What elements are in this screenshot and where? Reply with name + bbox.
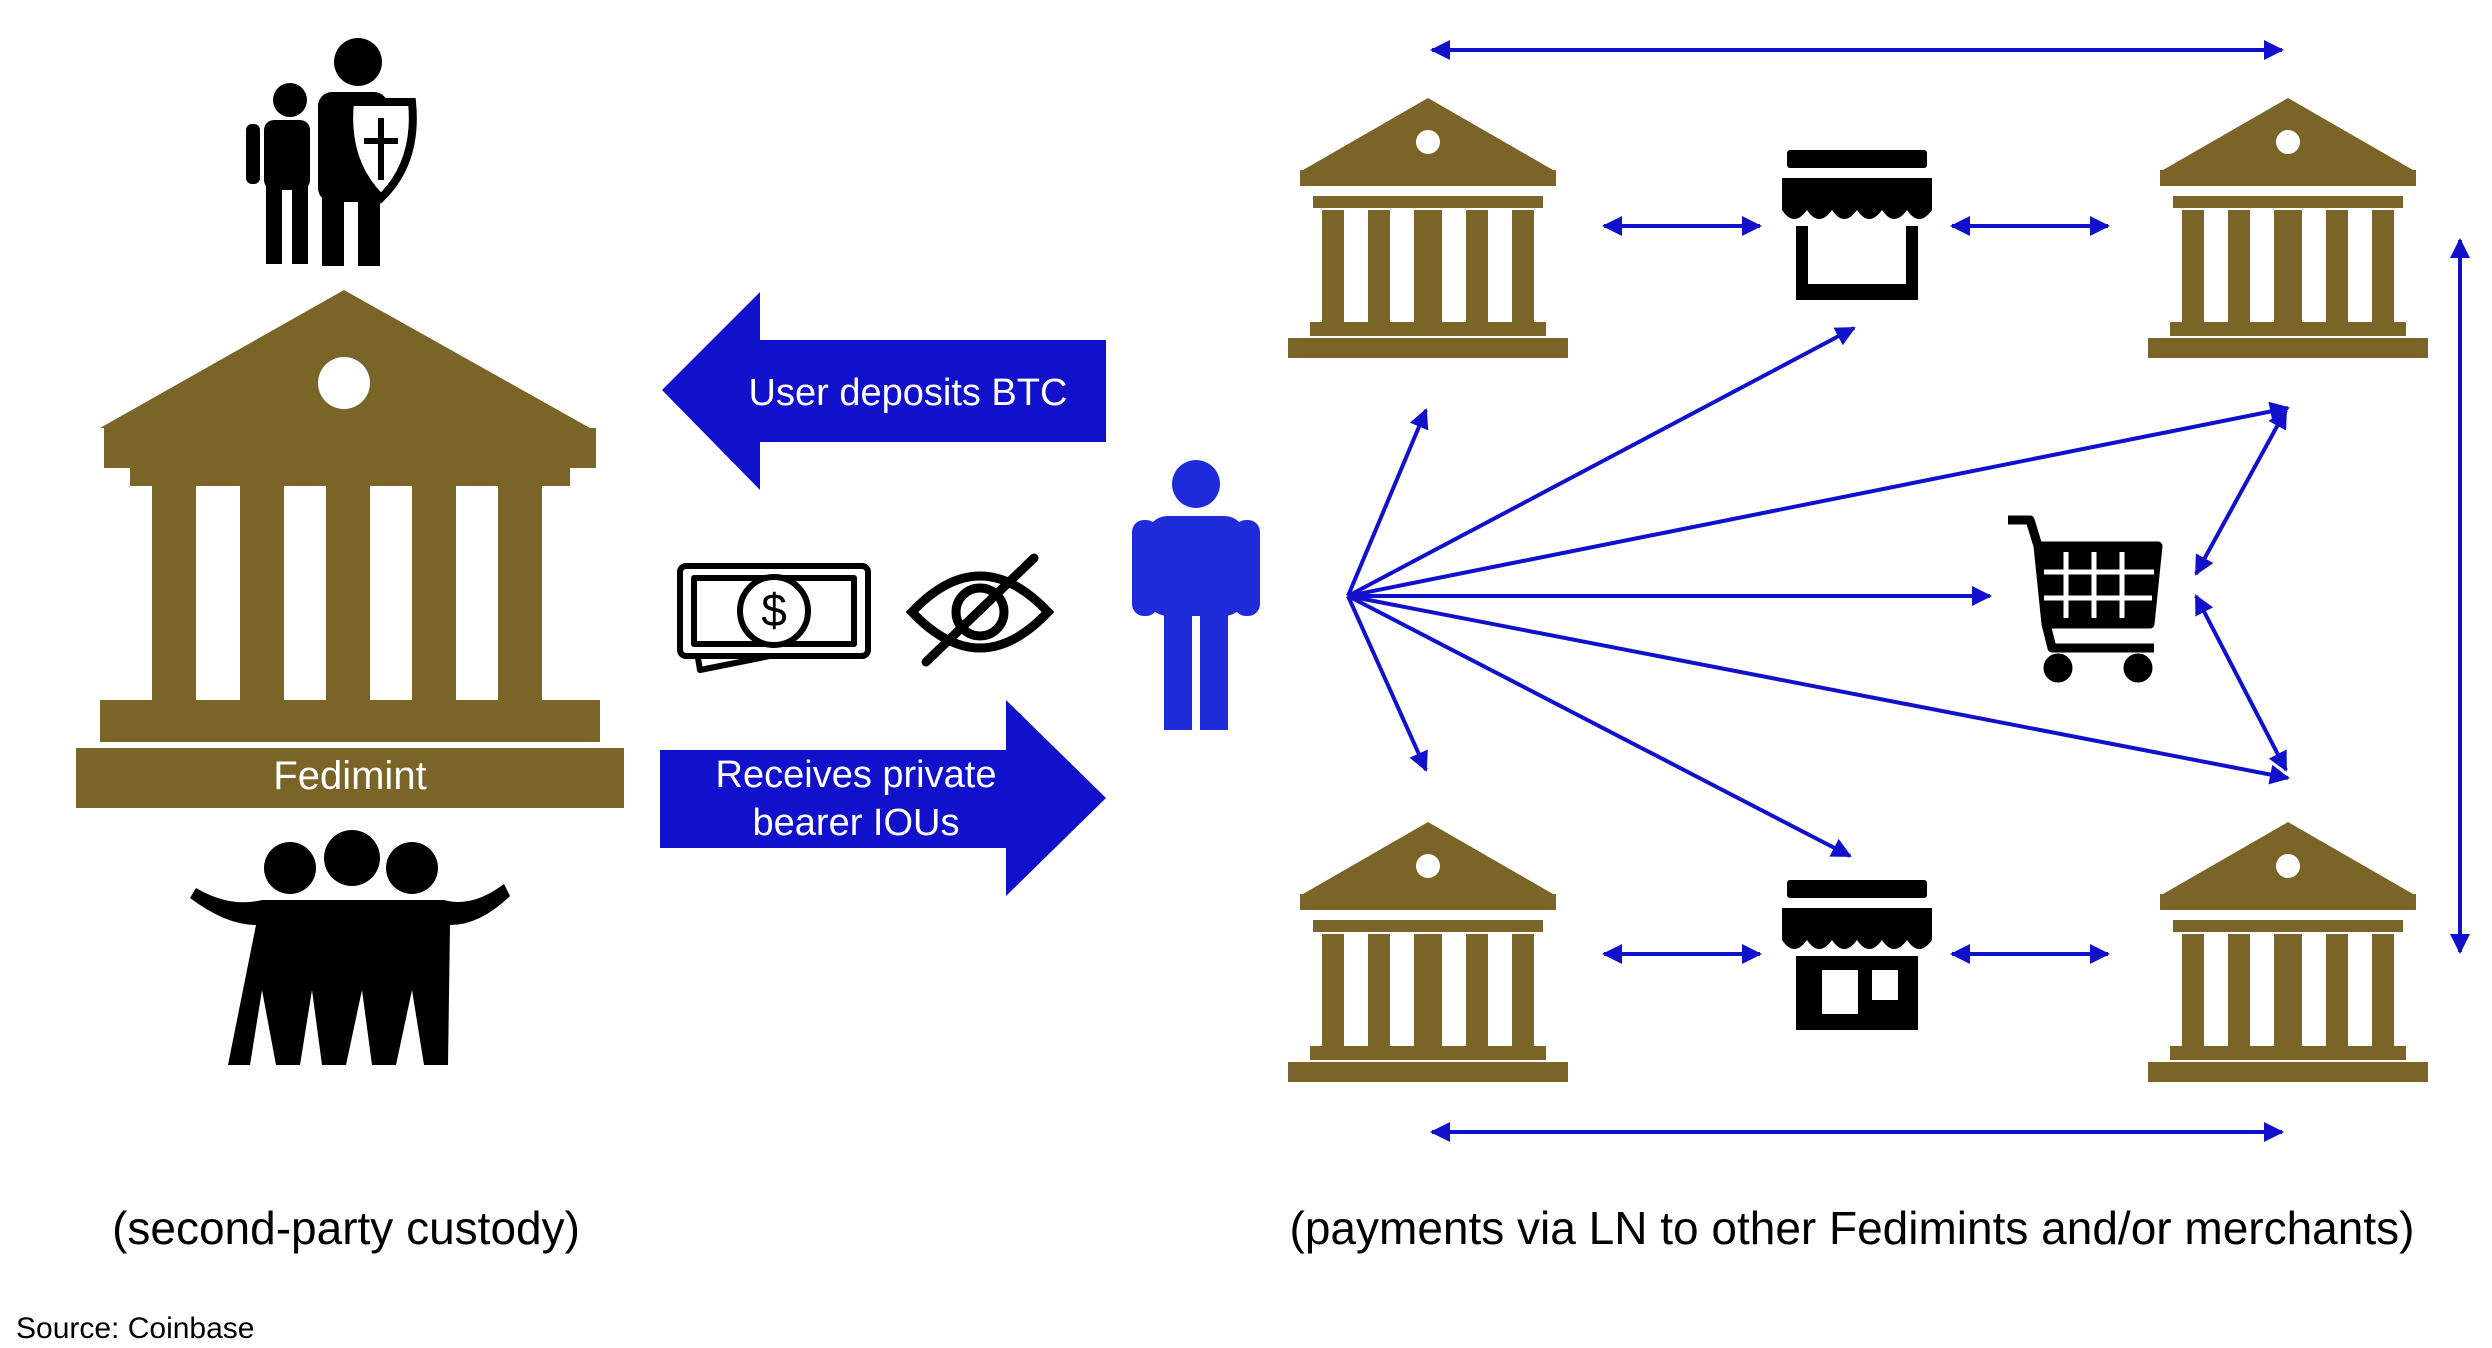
bank-icon (2148, 822, 2428, 1082)
fedimint-label: Fedimint (273, 754, 426, 798)
connector (2194, 408, 2288, 576)
hidden-eye-icon (905, 553, 1055, 667)
bank-icon (2148, 98, 2428, 358)
connector (2194, 594, 2288, 772)
group-icon (190, 830, 510, 1065)
connector (1347, 401, 2290, 598)
deposit-arrow-label: User deposits BTC (749, 372, 1068, 414)
cash-icon: $ (677, 563, 871, 673)
connector (1347, 326, 1856, 598)
store-icon (1782, 880, 1932, 1030)
source-note: Source: Coinbase (16, 1312, 254, 1345)
right-caption: (payments via LN to other Fedimints and/… (1290, 1202, 2415, 1254)
connector (1347, 594, 2290, 785)
connector (1346, 408, 1429, 597)
svg-text:$: $ (761, 584, 787, 636)
bank-icon (1288, 98, 1568, 358)
deposit-arrow (662, 292, 1106, 490)
fedimint-bank (76, 290, 624, 808)
store-icon (1782, 150, 1932, 300)
connector (1347, 594, 1852, 858)
connector (1346, 595, 1428, 772)
left-caption: (second-party custody) (112, 1202, 580, 1254)
receive-arrow (660, 700, 1106, 896)
receive-arrow-label-line1: Receives private (716, 754, 997, 796)
guardian-icon (246, 38, 417, 266)
shopping-cart-icon (2008, 515, 2163, 683)
network-connections (1346, 40, 2470, 1142)
bank-icon (1288, 822, 1568, 1082)
receive-arrow-label-line2: bearer IOUs (753, 802, 960, 844)
user-icon (1132, 460, 1260, 730)
